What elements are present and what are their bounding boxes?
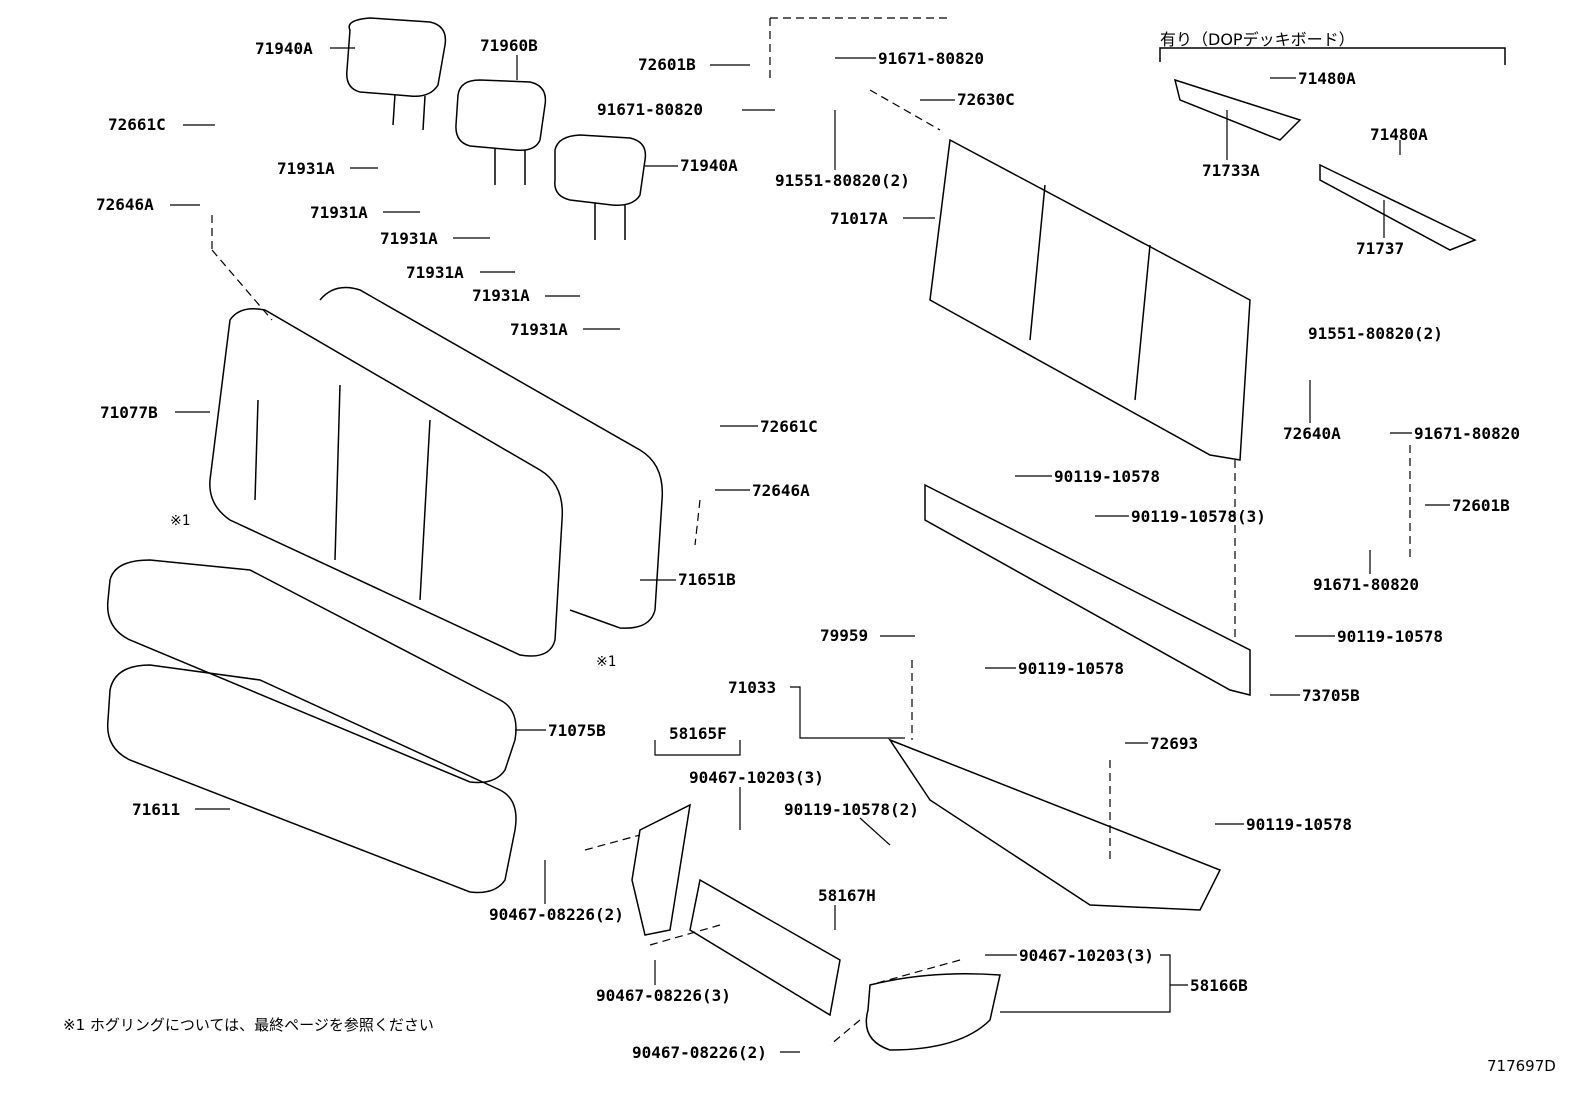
option-bracket — [1159, 47, 1506, 65]
part-label[interactable]: 58165F — [669, 724, 727, 743]
seat-frame-73705b — [924, 483, 1251, 696]
part-label[interactable]: 72693 — [1150, 734, 1199, 753]
seat-cushion-71075b — [106, 559, 517, 784]
part-label[interactable]: 91551-80820(2) — [775, 171, 910, 190]
part-label[interactable]: 71960B — [480, 36, 538, 55]
headrest-71940a-right — [554, 134, 647, 240]
part-label[interactable]: 71931A — [406, 263, 464, 282]
part-label[interactable]: 71611 — [132, 800, 181, 819]
part-label[interactable]: 72601B — [1452, 496, 1510, 515]
part-label[interactable]: 91671-80820 — [1414, 424, 1520, 443]
seat-frame-71033 — [888, 738, 1222, 911]
part-label[interactable]: 72646A — [96, 195, 154, 214]
part-label[interactable]: 73705B — [1302, 686, 1360, 705]
part-label[interactable]: 58166B — [1190, 976, 1248, 995]
part-label[interactable]: 71480A — [1298, 69, 1356, 88]
part-label[interactable]: 72661C — [760, 417, 818, 436]
part-label[interactable]: 71733A — [1202, 161, 1260, 180]
part-label[interactable]: 90119-10578 — [1246, 815, 1352, 834]
part-label[interactable]: 71033 — [728, 678, 777, 697]
part-label[interactable]: 71017A — [830, 209, 888, 228]
cover-58166b — [865, 973, 1001, 1051]
part-label[interactable]: 79959 — [820, 626, 869, 645]
part-label[interactable]: 91671-80820 — [878, 49, 984, 68]
seatback-frame-71017a — [929, 138, 1251, 461]
part-label[interactable]: 71931A — [472, 286, 530, 305]
headrest-71940a-left — [346, 17, 447, 131]
part-label[interactable]: 90467-10203(3) — [1019, 946, 1154, 965]
part-label[interactable]: 71931A — [380, 229, 438, 248]
cover-58165f — [631, 803, 691, 936]
cover-58167h — [689, 878, 841, 1017]
part-label[interactable]: 90119-10578 — [1018, 659, 1124, 678]
leader-lines — [170, 47, 1450, 1053]
part-label[interactable]: 72630C — [957, 90, 1015, 109]
figure-id: 717697D — [1487, 1057, 1556, 1075]
part-label[interactable]: 90119-10578 — [1054, 467, 1160, 486]
part-label[interactable]: 71931A — [310, 203, 368, 222]
part-label[interactable]: 71931A — [510, 320, 568, 339]
part-label[interactable]: 71931A — [277, 159, 335, 178]
part-label[interactable]: 72640A — [1283, 424, 1341, 443]
part-label[interactable]: 72661C — [108, 115, 166, 134]
part-label[interactable]: 71077B — [100, 403, 158, 422]
part-label[interactable]: 71737 — [1356, 239, 1405, 258]
part-label[interactable]: 90467-08226(2) — [632, 1043, 767, 1062]
option-header: 有り（DOPデッキボード） — [1160, 30, 1355, 49]
part-label[interactable]: 90119-10578 — [1337, 627, 1443, 646]
part-label[interactable]: 91671-80820 — [597, 100, 703, 119]
seatback-71077b — [209, 286, 664, 657]
part-label[interactable]: 71940A — [680, 156, 738, 175]
seat-cushion-71611 — [106, 664, 517, 894]
dashed-assembly-lines — [211, 17, 1411, 1046]
hog-ring-marker[interactable]: ※1 — [170, 513, 191, 529]
part-label[interactable]: 90467-10203(3) — [689, 768, 824, 787]
part-label[interactable]: 71075B — [548, 721, 606, 740]
part-label[interactable]: 71480A — [1370, 125, 1428, 144]
part-label[interactable]: 90467-08226(2) — [489, 905, 624, 924]
part-label[interactable]: 90467-08226(3) — [596, 986, 731, 1005]
part-label[interactable]: 72646A — [752, 481, 810, 500]
part-label[interactable]: 71651B — [678, 570, 736, 589]
part-label[interactable]: 91551-80820(2) — [1308, 324, 1443, 343]
part-label[interactable]: 91671-80820 — [1313, 575, 1419, 594]
part-label[interactable]: 71940A — [255, 39, 313, 58]
part-label[interactable]: 58167H — [818, 886, 876, 905]
part-label[interactable]: 72601B — [638, 55, 696, 74]
footnote: ※1 ホグリングについては、最終ページを参照ください — [63, 1016, 434, 1034]
deck-board-71733a — [1173, 78, 1302, 141]
deck-board-71737 — [1319, 163, 1477, 251]
part-label[interactable]: 90119-10578(3) — [1131, 507, 1266, 526]
headrest-71960b — [455, 79, 547, 185]
hog-ring-marker[interactable]: ※1 — [596, 654, 617, 670]
part-label[interactable]: 90119-10578(2) — [784, 800, 919, 819]
